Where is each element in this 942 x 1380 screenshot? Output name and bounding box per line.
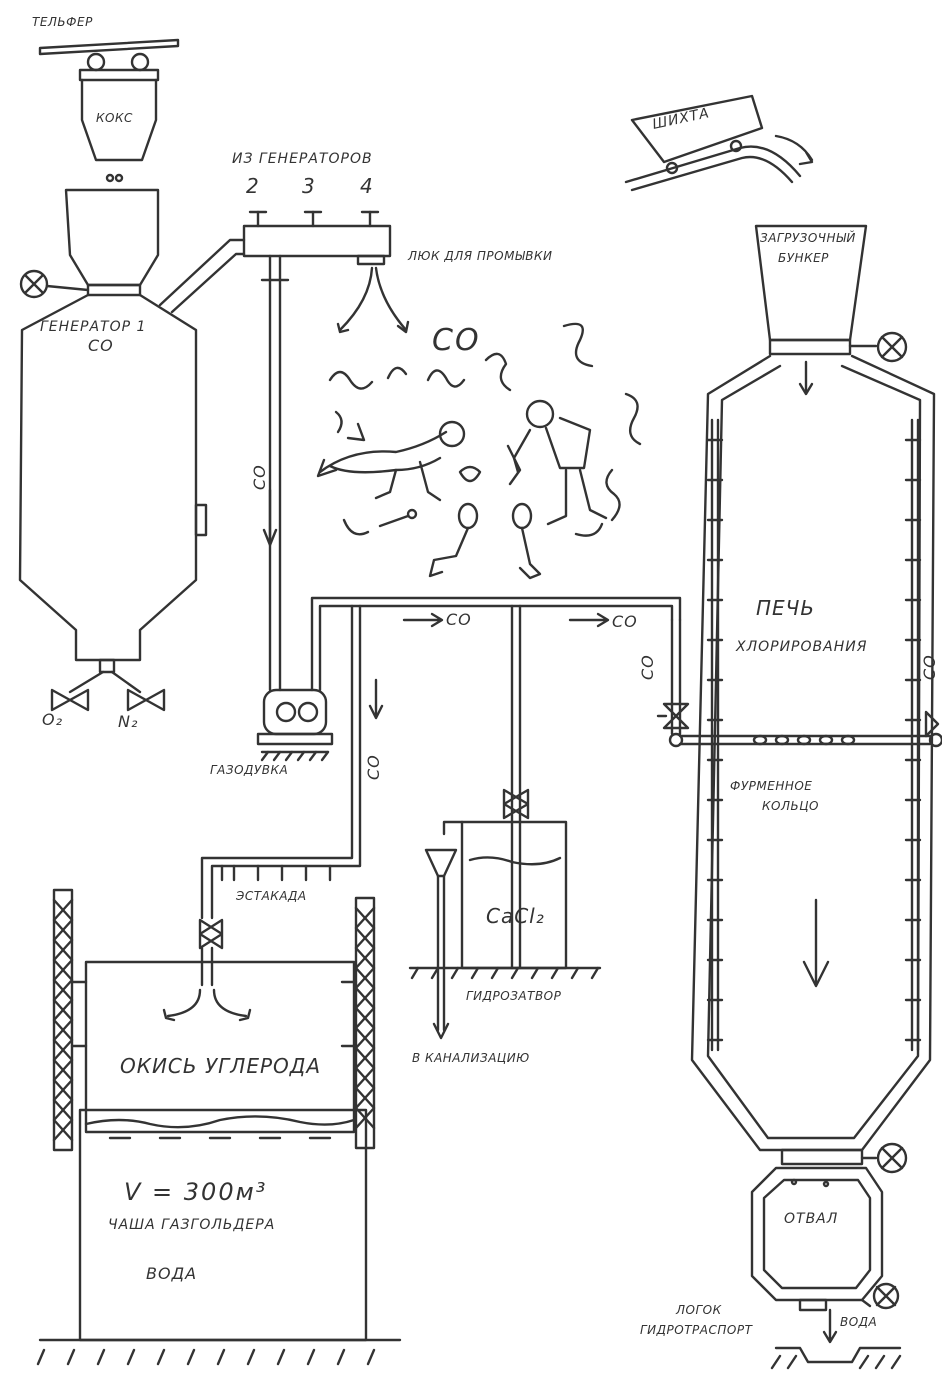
tuyere-label-2: КОЛЬЦО <box>762 800 819 812</box>
loading-bunker-label-1: ЗАГРУЗОЧНЫЙ <box>760 232 856 244</box>
loading-bunker-label-2: БУНКЕР <box>778 252 829 264</box>
furnace-co-inlet-left <box>658 620 688 734</box>
carbon-monoxide-label: ОКИСЬ УГЛЕРОДА <box>120 1056 321 1076</box>
water-seal-label: ГИДРОЗАТВОР <box>466 990 561 1002</box>
coke-falling <box>107 175 122 181</box>
trough-label-2: ГИДРОТРАСПОРТ <box>640 1324 752 1336</box>
gasholder-bowl-label: ЧАША ГАЗГОЛЬДЕРА <box>108 1218 275 1232</box>
to-sewer-label: В КАНАЛИЗАЦИЮ <box>412 1052 530 1064</box>
charge-wagon <box>626 96 812 190</box>
co-leak-label: CO <box>432 326 481 356</box>
n2-label: N₂ <box>118 714 138 730</box>
gasholder-bowl <box>38 1110 400 1364</box>
co-leak-plume <box>338 268 408 332</box>
estakada-label: ЭСТАКАДА <box>236 890 307 902</box>
water-bottom-label: ВОДА <box>840 1316 877 1328</box>
figure-left <box>318 422 464 500</box>
tuyere-label-1: ФУРМЕННОЕ <box>730 780 812 792</box>
coke-bucket <box>80 54 158 160</box>
generator-outlet-pipe <box>160 240 244 312</box>
furnace-label-2: ХЛОРИРОВАНИЯ <box>736 640 867 654</box>
volume-label: V = 300м³ <box>124 1180 267 1204</box>
co-pipe-label: CO <box>252 464 268 490</box>
co-flow-label-1: CO <box>446 612 472 628</box>
generator-4-label: 4 <box>360 176 374 196</box>
gas-collector <box>244 212 390 264</box>
gas-blower-label: ГАЗОДУВКА <box>210 764 288 776</box>
furnace-bottom-valve <box>862 1144 906 1172</box>
gas-blower <box>258 690 332 760</box>
from-generators-label: ИЗ ГЕНЕРАТОРОВ <box>232 152 373 166</box>
dump-chamber <box>752 1168 900 1368</box>
o2-label: O₂ <box>42 712 63 728</box>
water-seal-tank <box>444 790 566 968</box>
water-label: ВОДА <box>146 1266 197 1282</box>
chlorination-furnace <box>692 356 934 1164</box>
coke-label: КОКС <box>96 112 133 124</box>
trough-label-1: ЛОГОК <box>676 1304 722 1316</box>
generator-valve-left <box>21 271 88 297</box>
generator-label: ГЕНЕРАТОР 1 <box>40 320 146 334</box>
co-flow-label-2: CO <box>612 614 638 630</box>
co-gasholder-pipe-label: CO <box>366 754 382 780</box>
cacl2-label: CaCl₂ <box>486 906 545 926</box>
co-right-edge-label: CO <box>922 654 938 680</box>
generator-co-label: CO <box>88 338 114 354</box>
telfer-rail <box>40 40 178 54</box>
water-seal-funnel <box>426 850 456 1038</box>
gasholder-bell <box>72 962 356 1132</box>
hatch-label: ЛЮК ДЛЯ ПРОМЫВКИ <box>408 250 552 262</box>
furnace-label-1: ПЕЧЬ <box>756 598 815 618</box>
valve-n2 <box>128 690 164 710</box>
generator-3-label: 3 <box>302 176 316 196</box>
dump-label: ОТВАЛ <box>784 1212 838 1226</box>
generator-2-label: 2 <box>246 176 260 196</box>
co-furnace-inlet-label: CO <box>640 654 656 680</box>
telfer-label: ТЕЛЬФЕР <box>32 16 93 28</box>
gasholder-frame-left <box>54 890 72 1150</box>
gasholder-feed-pipe <box>200 606 382 985</box>
generator-1 <box>20 190 206 692</box>
gas-squiggles <box>330 324 640 536</box>
